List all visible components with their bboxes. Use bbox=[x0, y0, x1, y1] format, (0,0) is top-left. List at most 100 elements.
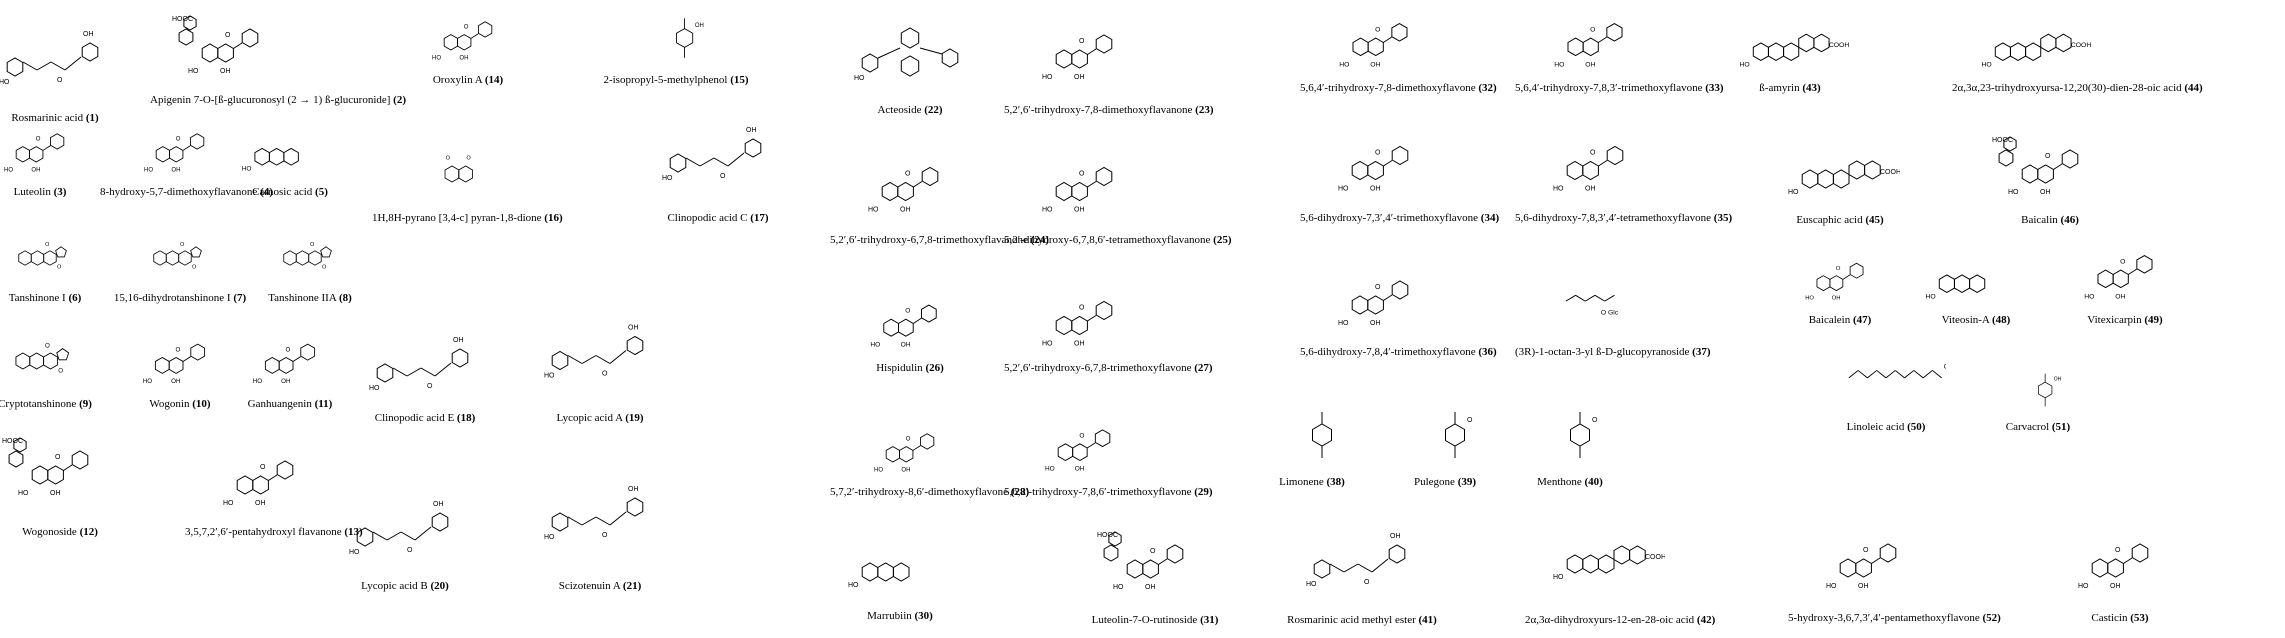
compound-number: (48) bbox=[1992, 314, 2011, 326]
ring bbox=[278, 356, 294, 374]
compound-caption: 2α,3α-dihydroxyurs-12-en-28-oic acid (42… bbox=[1525, 614, 1715, 627]
compound-name: Tanshinone I bbox=[8, 292, 69, 304]
ring bbox=[2037, 164, 2054, 184]
ring bbox=[892, 562, 910, 582]
compound-number: (49) bbox=[2144, 314, 2163, 326]
bond bbox=[182, 145, 191, 151]
atom-label: O bbox=[1079, 305, 1085, 312]
compound-number: (27) bbox=[1194, 362, 1213, 374]
bond bbox=[1575, 294, 1586, 302]
atom-label: OH bbox=[1145, 584, 1156, 591]
ring bbox=[443, 34, 458, 51]
ring bbox=[1391, 145, 1409, 166]
ring bbox=[1953, 274, 1971, 294]
compound-name: 5,2′,6′-trihydroxy-6,7,8-trimethoxyflavo… bbox=[1004, 362, 1195, 374]
molecule-structure: OO bbox=[283, 242, 332, 270]
ring bbox=[431, 512, 449, 532]
molecule-structure: OO bbox=[153, 242, 202, 270]
bond bbox=[699, 157, 715, 167]
compound-caption: Scizotenuin A (21) bbox=[520, 580, 680, 593]
atom-label: O bbox=[57, 77, 63, 84]
ring bbox=[2040, 33, 2057, 53]
compound-name: Euscaphic acid bbox=[1796, 214, 1866, 226]
compound-name: ß-amyrin bbox=[1759, 82, 1803, 94]
ring bbox=[1108, 531, 1122, 547]
compound-caption: 5,6-dihydroxy-7,8,4′-trimethoxyflavone (… bbox=[1300, 346, 1497, 359]
atom-label: HO bbox=[1739, 61, 1749, 68]
ring bbox=[626, 335, 644, 356]
molecule-structure: O bbox=[1445, 412, 1473, 458]
compound-name: Clinopodic acid C bbox=[667, 212, 751, 224]
atom-label: OH bbox=[171, 378, 180, 385]
compound-caption: 2α,3α,23-trihydroxyursa-12,20(30)-dien-2… bbox=[1952, 82, 2203, 95]
atom-label: OH bbox=[901, 342, 911, 349]
atom-label: OH bbox=[900, 207, 911, 214]
ring bbox=[1567, 37, 1584, 57]
atom-label: O bbox=[602, 532, 608, 539]
ring bbox=[861, 562, 879, 582]
ring bbox=[47, 465, 64, 485]
atom-label: O bbox=[1592, 417, 1598, 424]
ring bbox=[169, 146, 184, 163]
atom-label: O bbox=[1375, 284, 1381, 291]
compound-caption: 3,5,7,2′,6′-pentahydroxyl flavanone (13) bbox=[185, 526, 363, 539]
bond bbox=[581, 355, 597, 364]
ring bbox=[1391, 22, 1408, 42]
atom-label: O bbox=[602, 371, 608, 378]
bond bbox=[392, 367, 408, 377]
ring bbox=[1445, 423, 1465, 447]
molecule-structure: OH bbox=[2038, 373, 2062, 407]
molecule-structure bbox=[1312, 412, 1332, 458]
compound-number: (26) bbox=[925, 362, 944, 374]
atom-label: OH bbox=[1074, 74, 1085, 81]
compound-caption: Carnosic acid (5) bbox=[210, 186, 370, 199]
ring bbox=[1367, 37, 1384, 57]
compound-number: (11) bbox=[314, 398, 333, 410]
atom-label: HO bbox=[253, 378, 262, 385]
ring bbox=[15, 146, 30, 163]
compound-name: 5,2′,6′-trihydroxy-6,7,8-trimethoxyflava… bbox=[830, 234, 1031, 246]
bond bbox=[1329, 563, 1345, 573]
atom-label: O bbox=[286, 346, 291, 353]
molecule-structure: HO OH O bbox=[253, 343, 316, 385]
compound-name: Baicalin bbox=[2021, 214, 2061, 226]
atom-label: OH bbox=[2110, 583, 2121, 590]
bond bbox=[1087, 315, 1097, 322]
atom-label: O bbox=[720, 173, 726, 180]
bond bbox=[1383, 36, 1392, 43]
bond bbox=[1904, 370, 1915, 379]
compound-name: Wogonoside bbox=[22, 526, 80, 538]
ring bbox=[861, 53, 879, 73]
ring bbox=[29, 146, 44, 163]
bond bbox=[1894, 370, 1905, 379]
ring bbox=[676, 28, 694, 48]
bond bbox=[1357, 563, 1373, 573]
atom-label: HO bbox=[1042, 74, 1053, 81]
atom-label: HO bbox=[1981, 61, 1991, 68]
compound-caption: Marrubiin (30) bbox=[820, 610, 980, 623]
compound-number: (40) bbox=[1584, 476, 1603, 488]
atom-label: OH bbox=[281, 378, 290, 385]
atom-label: HO bbox=[2008, 189, 2019, 196]
ring bbox=[1566, 160, 1584, 181]
bond bbox=[595, 516, 611, 526]
